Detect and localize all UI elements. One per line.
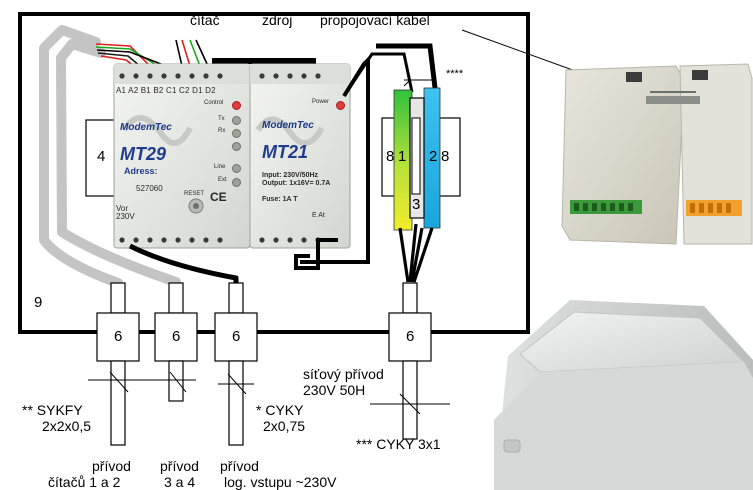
terminal-wires xyxy=(398,223,434,283)
mt21-fuse: Fuse: 1A T xyxy=(262,196,298,203)
enclosure-frame xyxy=(18,12,530,334)
mt21-brand: ModemTec xyxy=(262,120,314,131)
mt29-terminal-labels: A1 A2 B1 B2 C1 C2 D1 D2 xyxy=(116,86,216,95)
signal-wires xyxy=(95,43,167,67)
mt29-led-line xyxy=(232,164,241,173)
number-2: 2 xyxy=(429,148,438,165)
label-source: zdroj xyxy=(262,12,293,28)
supply-3-top: přívod xyxy=(220,458,259,474)
gland-number-6-c: 6 xyxy=(232,328,241,345)
mt29-led-control xyxy=(232,101,241,110)
black-cable-mt21-loop xyxy=(294,238,338,270)
power-supply-line2: 230V 50H xyxy=(303,382,366,398)
mt29-led-ext xyxy=(232,178,241,187)
photo-enclosure-box xyxy=(494,300,753,490)
mt29-brand: ModemTec xyxy=(120,122,172,133)
cable-cyky-title: * CYKY xyxy=(256,402,304,418)
gland-number-6-b: 6 xyxy=(172,328,181,345)
number-4: 4 xyxy=(97,148,106,165)
mt29-led-label-tx: Tx xyxy=(218,116,225,122)
cable-glands xyxy=(96,282,432,446)
grey-cable-inner xyxy=(56,39,181,297)
mt29-voltage-line1: Vor xyxy=(116,204,129,213)
stars-marker: **** xyxy=(446,68,464,80)
black-cable-mt21-feed2 xyxy=(346,52,414,93)
power-supply-line1: síťový přívod xyxy=(303,366,384,382)
cable-cyky-3x1: *** CYKY 3x1 xyxy=(356,436,441,452)
supply-2-bottom: 3 a 4 xyxy=(164,474,196,490)
gland-number-6-d: 6 xyxy=(406,328,415,345)
mt29-led-rx xyxy=(232,129,241,138)
mt29-ce-mark: CE xyxy=(210,190,227,204)
mt21-suffix: E At xyxy=(312,212,325,219)
mt29-voltage-line2: 230V xyxy=(116,212,135,221)
mt29-reset-label: RESET xyxy=(184,191,205,197)
number-8-right: 8 xyxy=(441,148,450,165)
number-9: 9 xyxy=(34,294,43,311)
number-3: 3 xyxy=(412,196,421,213)
label-counter: čítač xyxy=(190,12,220,28)
cable-sykfy-title: ** SYKFY xyxy=(22,402,83,418)
photo-module-panel xyxy=(561,63,753,245)
mt29-led-label-ext: Ext xyxy=(218,177,227,183)
gland-number-6-a: 6 xyxy=(114,328,123,345)
mt21-output: Output: 1x16V= 0.7A xyxy=(262,180,331,187)
mt29-led-label-line: Line xyxy=(214,164,226,170)
label-connecting-cable: propojovací kabel xyxy=(320,12,430,28)
supply-3-bottom: log. vstupu ~230V xyxy=(224,474,337,490)
number-8-left: 8 xyxy=(386,148,395,165)
mt21-input: Input: 230V/50Hz xyxy=(262,172,319,179)
mt21-power-label: Power xyxy=(312,99,330,105)
supply-2-top: přívod xyxy=(160,458,199,474)
mt29-led-4 xyxy=(232,142,241,151)
stars-pointer xyxy=(403,79,436,87)
black-cable-mt29 xyxy=(128,243,239,292)
counter-wires xyxy=(175,39,209,67)
mt29-title: MT29 xyxy=(120,144,167,164)
module-mt21 xyxy=(249,63,351,249)
mt29-led-tx xyxy=(232,116,241,125)
supply-1-bottom: čítačů 1 a 2 xyxy=(48,474,121,490)
terminal-3-slot xyxy=(411,117,421,195)
grey-cable-outer xyxy=(39,25,123,297)
black-cable-top-right xyxy=(376,43,439,97)
mt29-serial: 527060 xyxy=(136,184,163,193)
mt21-title: MT21 xyxy=(262,142,309,162)
supply-1-top: přívod xyxy=(92,458,131,474)
mt29-adress: Adress: xyxy=(124,166,158,176)
cable-sykfy-spec: 2x2x0,5 xyxy=(42,418,92,434)
cable-tick-marks xyxy=(88,371,450,415)
mt29-led-label-control: Control xyxy=(204,100,224,106)
mt29-led-label-rx: Rx xyxy=(218,128,226,134)
cable-cyky-spec: 2x0,75 xyxy=(263,418,306,434)
source-power-bar xyxy=(212,58,316,66)
mt21-led-power xyxy=(336,101,345,110)
number-1: 1 xyxy=(398,148,407,165)
